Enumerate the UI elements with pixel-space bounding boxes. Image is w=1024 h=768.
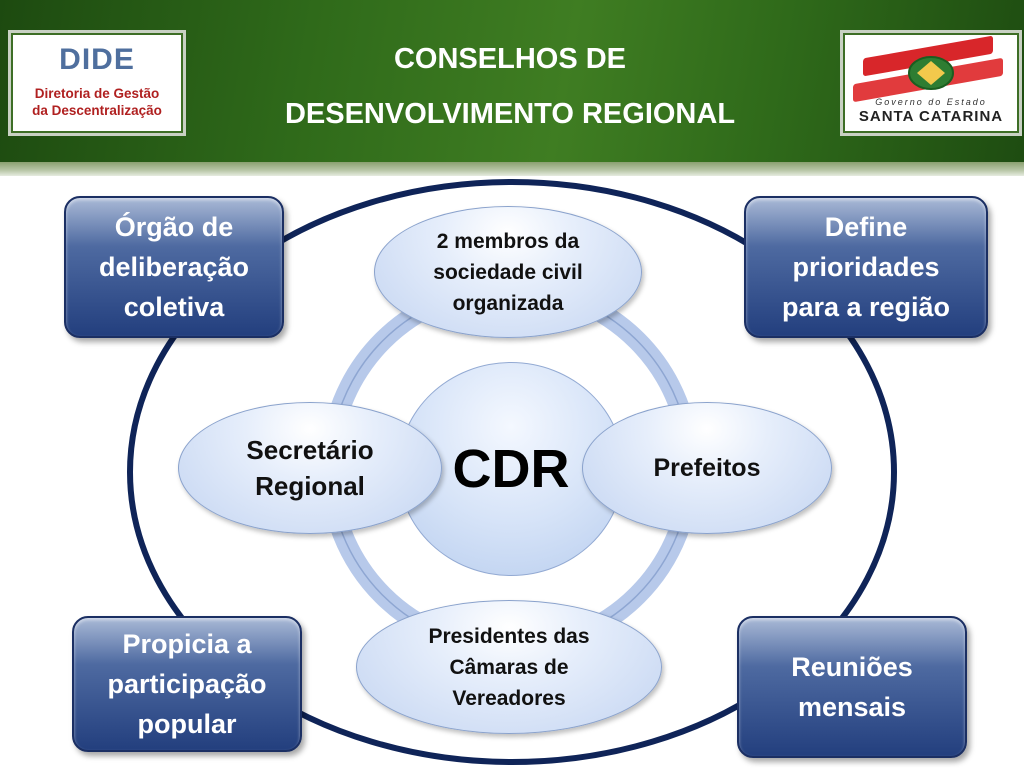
box-bottom-left: Propicia a participação popular	[72, 616, 302, 752]
dide-logo: DIDE Diretoria de Gestão da Descentraliz…	[8, 30, 186, 136]
dide-logo-subtitle: Diretoria de Gestão da Descentralização	[11, 85, 183, 119]
box-bottom-right-label: Reuniões mensais	[791, 652, 913, 722]
dide-logo-line2: da Descentralização	[32, 103, 162, 118]
page-title-line1: CONSELHOS DE	[393, 43, 627, 75]
box-top-right: Define prioridades para a região	[744, 196, 988, 338]
node-left: Secretário Regional	[178, 402, 442, 534]
box-top-right-label: Define prioridades para a região	[781, 212, 951, 322]
box-bottom-left-label: Propicia a participação popular	[107, 629, 267, 739]
outer-ellipse	[127, 179, 897, 765]
box-top-left: Órgão de deliberação coletiva	[64, 196, 284, 338]
santa-catarina-logo-line2: SANTA CATARINA	[858, 108, 1004, 125]
node-bottom: Presidentes das Câmaras de Vereadores	[356, 600, 662, 734]
header-strip	[0, 162, 1024, 176]
node-top-label: 2 membros da sociedade civil organizada	[433, 229, 583, 315]
santa-catarina-logo-line1: Governo do Estado	[875, 97, 987, 107]
node-right: Prefeitos	[582, 402, 832, 534]
page-title-line2: DESENVOLVIMENTO REGIONAL	[284, 98, 736, 130]
node-bottom-label: Presidentes das Câmaras de Vereadores	[428, 624, 590, 710]
box-top-left-label: Órgão de deliberação coletiva	[98, 212, 250, 322]
dide-logo-line1: Diretoria de Gestão	[34, 86, 160, 101]
dide-logo-name: DIDE	[59, 43, 135, 76]
node-left-label: Secretário Regional	[246, 435, 374, 501]
node-right-label: Prefeitos	[653, 453, 761, 482]
node-top: 2 membros da sociedade civil organizada	[374, 206, 642, 338]
box-bottom-right: Reuniões mensais	[737, 616, 967, 758]
coat-of-arms-icon	[908, 56, 954, 90]
page-title: CONSELHOS DE DESENVOLVIMENTO REGIONAL	[200, 32, 820, 142]
santa-catarina-logo: Governo do Estado SANTA CATARINA	[840, 30, 1022, 136]
